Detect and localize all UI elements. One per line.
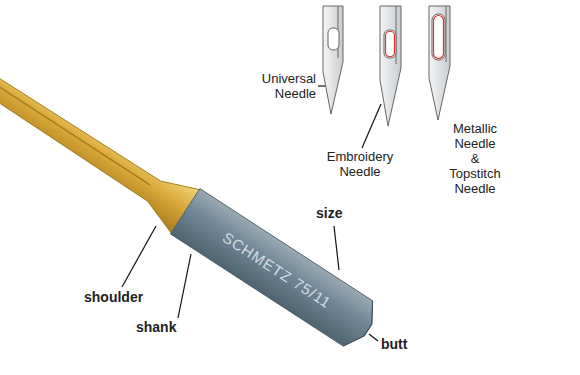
part-label: butt [381,336,441,352]
part-label: shank [136,319,206,335]
embroidery-needle [380,6,401,126]
leader-line [369,334,378,341]
part-label: shoulder [84,289,164,305]
eye-highlight [386,32,395,57]
needle-type-label: Metallic Needle & Topstitch Needle [447,122,503,197]
universal-needle [323,6,343,114]
shaft-groove [0,66,150,185]
gold-shaft [0,46,202,236]
needle-type-label: Embroidery Needle [318,150,402,180]
butt-chamfer [343,301,382,353]
needle-type-label: Universal Needle [246,72,316,102]
shank-body [170,189,382,353]
needle [0,46,383,353]
leader-line [122,226,156,287]
needle-outline [429,6,450,120]
leader-line [178,254,191,318]
needle-eye [328,28,339,50]
eye-highlight [434,16,444,59]
needle-eye [384,30,396,58]
leader-line [362,104,381,148]
leader-lines [122,86,381,341]
leader-line [334,226,339,270]
part-label: size [316,205,366,221]
needle-outline [380,6,401,126]
needle-eye [432,14,445,60]
needle-groove [446,6,447,62]
metallic-needle [429,6,450,120]
needle-outline [323,6,343,114]
